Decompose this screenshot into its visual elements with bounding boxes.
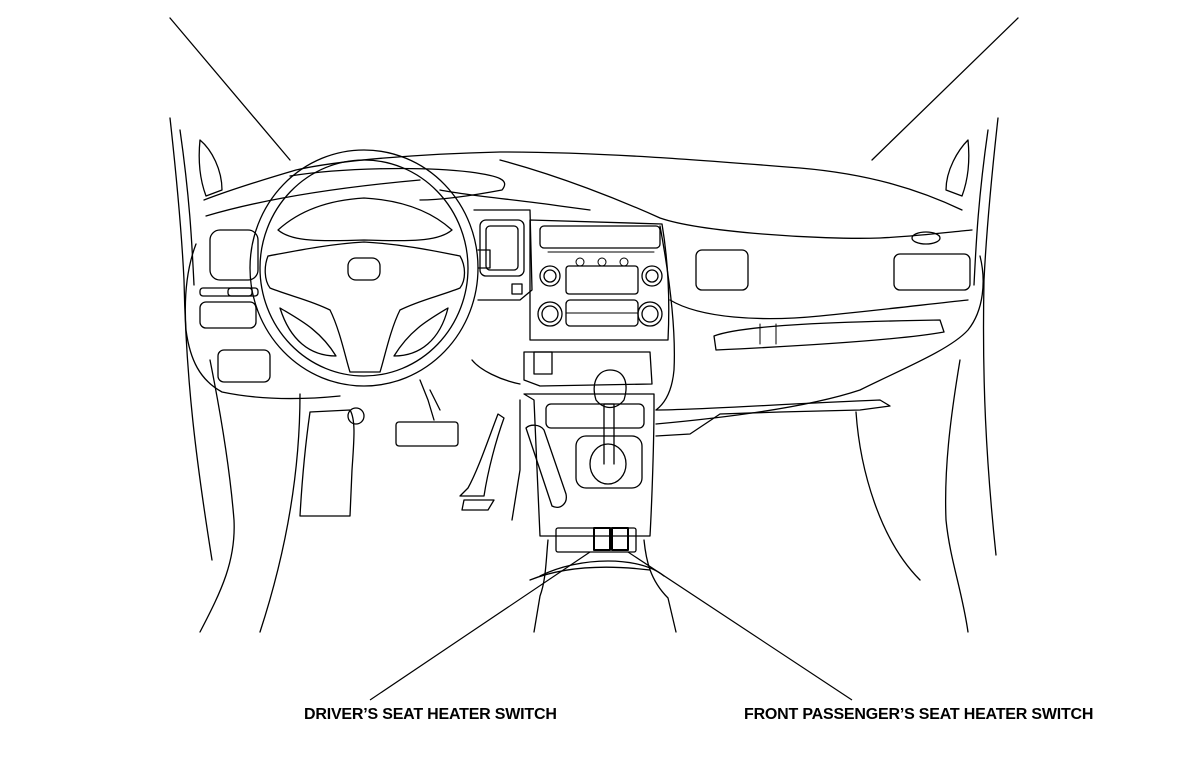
center-right-vent — [695, 249, 749, 291]
steering-emblem-icon — [347, 257, 381, 281]
dead-pedal — [299, 409, 355, 517]
accelerator-pedal — [459, 413, 505, 497]
left-door-trim — [169, 117, 235, 633]
driver-seat-heater-switch-label: DRIVER’S SEAT HEATER SWITCH — [304, 706, 557, 723]
shifter-boot — [575, 435, 643, 489]
switch-panel — [555, 527, 637, 553]
right-vent — [893, 253, 971, 291]
parking-brake-lever — [525, 424, 567, 508]
radio-display — [539, 225, 661, 249]
passenger-seat-heater-switch[interactable] — [611, 527, 629, 551]
glovebox-handle — [713, 319, 945, 351]
driver-switch-leader — [369, 551, 591, 701]
cluster-area — [473, 209, 533, 301]
brake-pedal — [395, 421, 459, 447]
shift-knob-icon — [593, 369, 627, 409]
center-stack — [529, 219, 670, 341]
passenger-dash — [695, 231, 971, 351]
center-console — [511, 351, 677, 633]
right-door-trim — [944, 117, 999, 633]
tuning-knob-icon — [641, 265, 663, 287]
fan-knob-icon — [537, 301, 563, 327]
volume-knob-icon — [539, 265, 561, 287]
left-vents — [199, 229, 271, 383]
passenger-seat-heater-switch-label: FRONT PASSENGER’S SEAT HEATER SWITCH — [744, 706, 1094, 723]
floor-lines — [259, 393, 921, 633]
passenger-switch-leader — [627, 551, 853, 701]
dashboard-top — [203, 151, 973, 239]
windshield-pillars — [169, 17, 1019, 161]
driver-seat-heater-switch[interactable] — [593, 527, 611, 551]
callout-leaders — [369, 551, 853, 701]
footwell — [299, 379, 505, 517]
